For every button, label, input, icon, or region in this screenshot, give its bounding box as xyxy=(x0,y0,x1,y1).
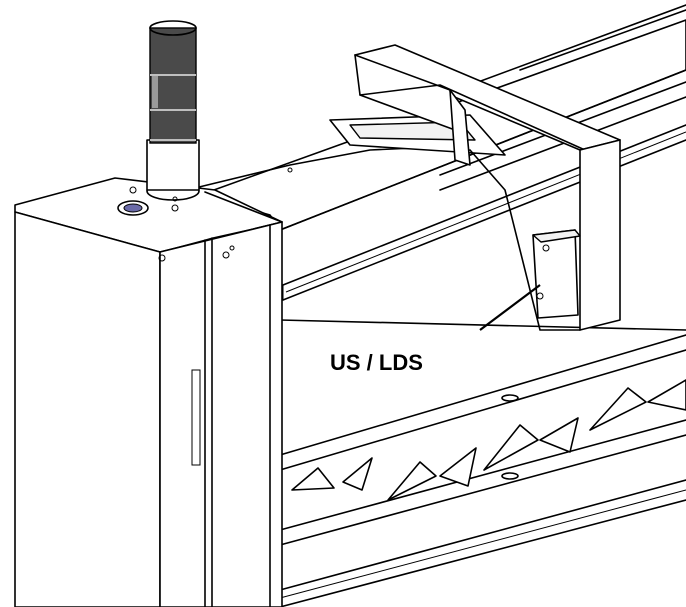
callout-label-us-lds: US / LDS xyxy=(330,350,423,375)
sensor-box xyxy=(532,229,581,319)
column-body xyxy=(14,211,283,607)
truss-triangle-cutouts xyxy=(291,379,686,501)
bracket-arm xyxy=(329,44,621,331)
signal-light-tower xyxy=(117,20,200,216)
callout-leader-line xyxy=(479,284,541,331)
lower-truss xyxy=(279,319,686,607)
